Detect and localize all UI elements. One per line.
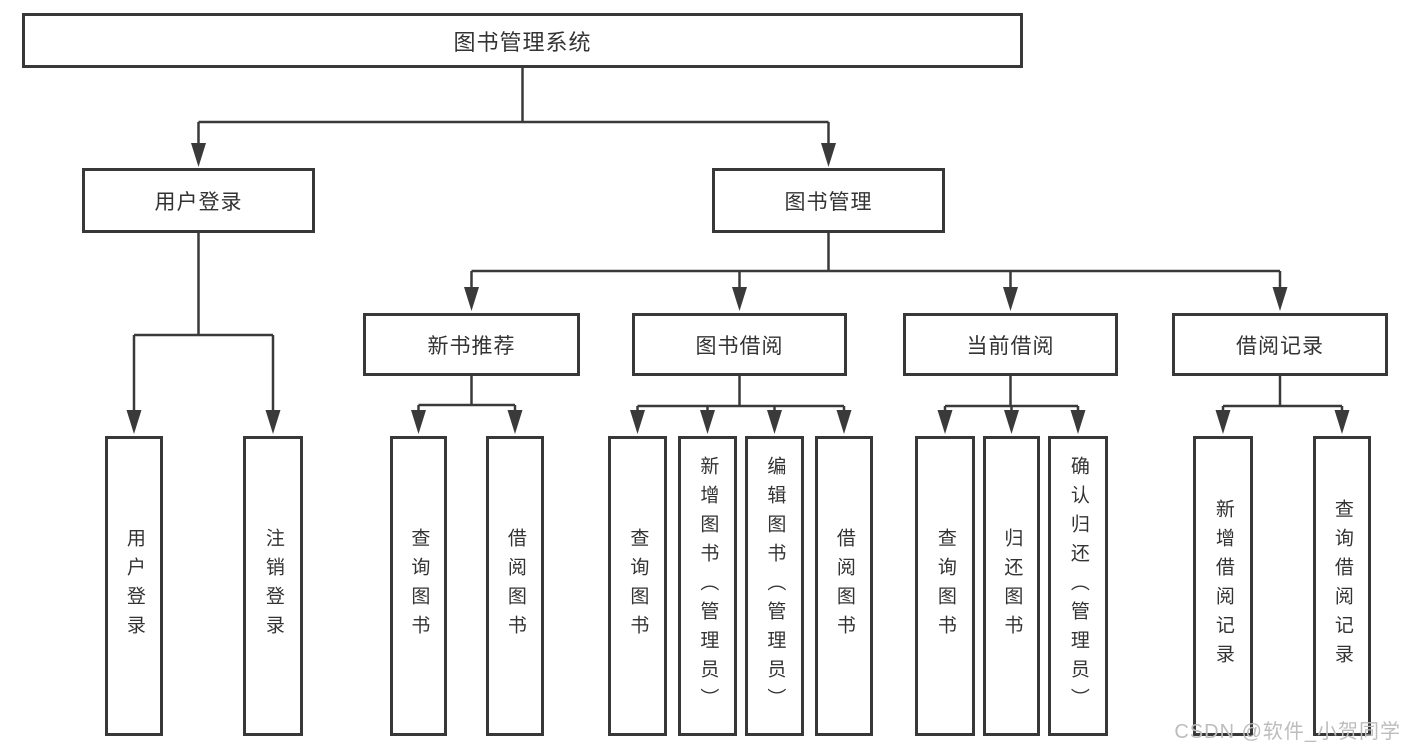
arrow-down-icon: [836, 410, 852, 434]
node-label: 新增图书（管理员）: [697, 455, 719, 717]
node-current-borrowing: 当前借阅: [903, 313, 1118, 376]
node-label: 新增借阅记录: [1212, 499, 1234, 673]
node-label: 查询图书: [627, 528, 649, 644]
csdn-watermark: CSDN @软件_小贺同学: [1174, 721, 1401, 743]
node-label: 图书管理: [784, 190, 873, 214]
arrow-down-icon: [1334, 410, 1350, 434]
node-book-borrowing: 图书借阅: [632, 313, 847, 376]
arrow-down-icon: [767, 410, 782, 434]
arrow-down-icon: [1272, 287, 1288, 311]
node-label: 查询借阅记录: [1331, 499, 1353, 673]
arrow-down-icon: [464, 287, 479, 311]
leaf-return-books: 归还图书: [983, 436, 1040, 736]
arrow-down-icon: [700, 410, 715, 434]
arrow-down-icon: [1070, 410, 1086, 434]
node-user-login: 用户登录: [82, 168, 315, 233]
leaf-logout: 注销登录: [243, 436, 303, 736]
arrow-down-icon: [732, 287, 747, 311]
node-label: 新书推荐: [427, 334, 516, 358]
node-book-management: 图书管理: [712, 168, 945, 233]
node-label: 归还图书: [1001, 528, 1023, 644]
leaf-confirm-return-admin: 确认归还（管理员）: [1048, 436, 1108, 736]
arrow-down-icon: [191, 143, 206, 167]
leaf-query-borrow-record: 查询借阅记录: [1313, 436, 1371, 736]
arrow-down-icon: [1004, 410, 1019, 434]
node-label: 图书管理系统: [453, 29, 592, 55]
node-label: 注销登录: [262, 528, 284, 644]
node-label: 查询图书: [934, 528, 956, 644]
arrow-down-icon: [1003, 287, 1018, 311]
node-label: 借阅图书: [833, 528, 855, 644]
node-label: 借阅图书: [504, 528, 526, 644]
leaf-query-books-recommend: 查询图书: [390, 436, 447, 736]
leaf-query-books-current: 查询图书: [915, 436, 975, 736]
connector-lines: [132, 68, 1344, 413]
node-label: 用户登录: [154, 190, 243, 214]
node-borrowing-records: 借阅记录: [1172, 313, 1388, 376]
arrow-down-icon: [630, 410, 645, 434]
arrow-down-icon: [507, 410, 523, 434]
node-label: 当前借阅: [966, 334, 1055, 358]
node-library-management-system: 图书管理系统: [22, 13, 1023, 68]
node-new-book-recommendation: 新书推荐: [363, 313, 580, 376]
arrow-down-icon: [265, 410, 281, 434]
leaf-add-books-admin: 新增图书（管理员）: [678, 436, 737, 736]
arrow-down-icon: [126, 410, 142, 434]
node-label: 借阅记录: [1236, 334, 1324, 358]
leaf-borrow-books-recommend: 借阅图书: [486, 436, 544, 736]
leaf-edit-books-admin: 编辑图书（管理员）: [745, 436, 804, 736]
arrow-down-icon: [1215, 410, 1231, 434]
leaf-query-books-borrowing: 查询图书: [608, 436, 667, 736]
leaf-add-borrow-record: 新增借阅记录: [1193, 436, 1253, 736]
leaf-user-login: 用户登录: [105, 436, 163, 736]
node-label: 编辑图书（管理员）: [764, 455, 786, 717]
node-label: 图书借阅: [695, 334, 784, 358]
arrow-down-icon: [937, 410, 953, 434]
leaf-borrow-books-borrowing: 借阅图书: [815, 436, 873, 736]
arrow-down-icon: [411, 410, 426, 434]
node-label: 确认归还（管理员）: [1067, 455, 1089, 717]
node-label: 查询图书: [408, 528, 430, 644]
arrow-down-icon: [821, 143, 836, 167]
node-label: 用户登录: [123, 528, 145, 644]
